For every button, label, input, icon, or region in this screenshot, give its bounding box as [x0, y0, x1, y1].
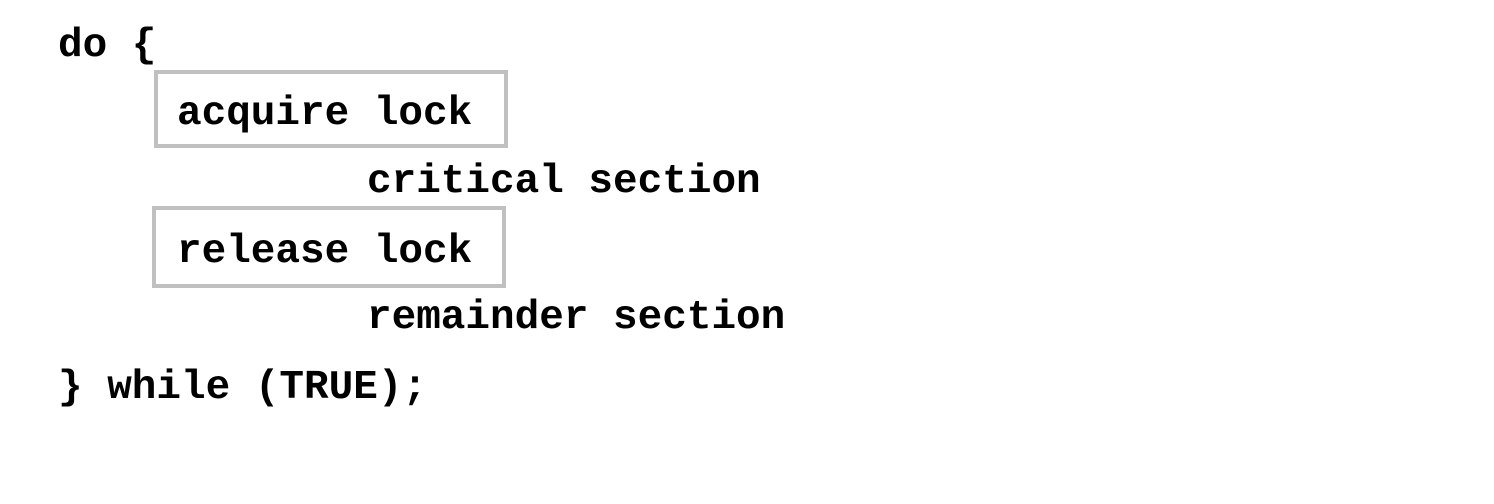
remainder-section-line: remainder section — [367, 295, 786, 341]
acquire-lock-text: acquire lock — [177, 91, 473, 137]
while-true-line: } while (TRUE); — [58, 365, 428, 411]
critical-section-line: critical section — [367, 159, 761, 205]
release-lock-text: release lock — [177, 229, 473, 275]
acquire-lock-box: acquire lock — [154, 70, 508, 148]
do-keyword-line: do { — [58, 23, 157, 69]
release-lock-box: release lock — [152, 206, 506, 288]
